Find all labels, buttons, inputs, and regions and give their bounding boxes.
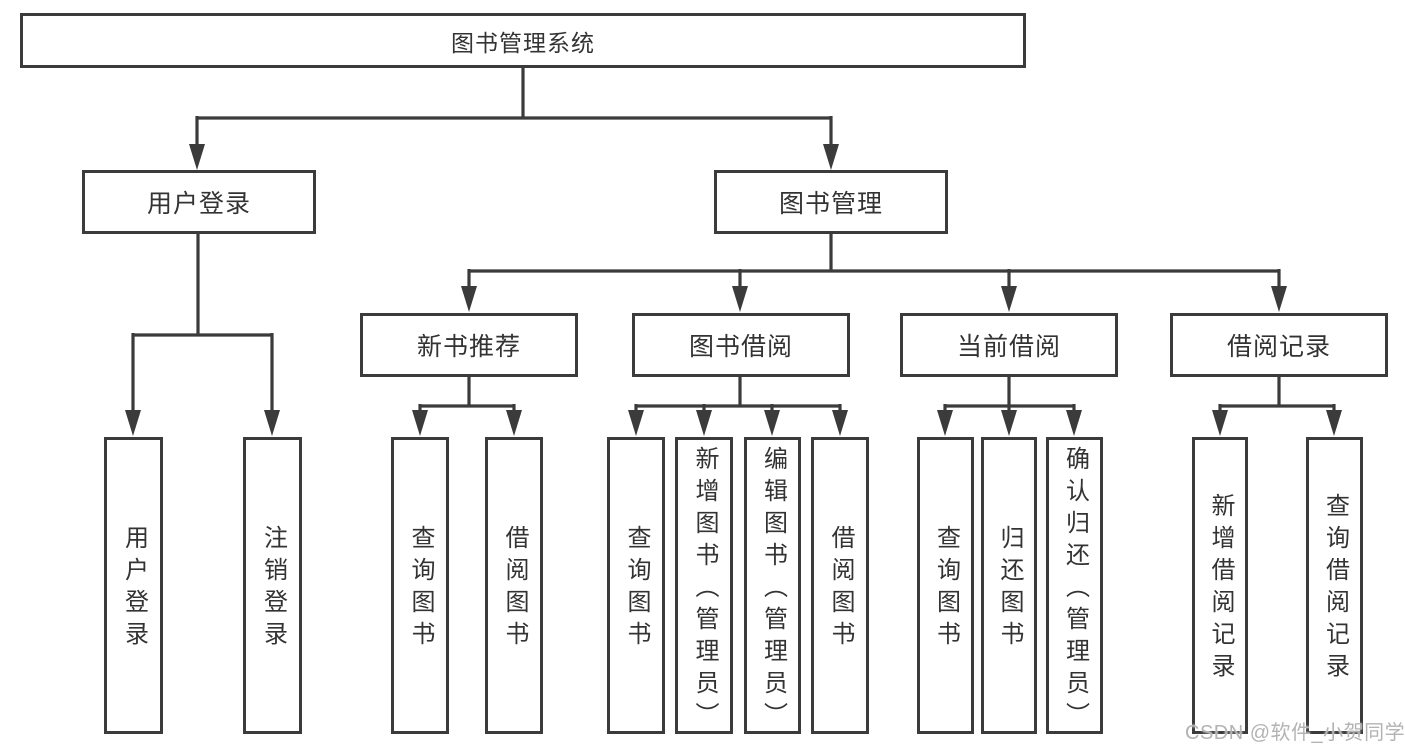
arrowhead-icon [823, 144, 839, 170]
connector-bookborrow-to-leaves [634, 375, 842, 414]
node-book-management: 图书管理 [714, 170, 948, 234]
node-new-book-recommend: 新书推荐 [360, 313, 578, 377]
leaf-add-books-admin: 新增图书（管理员） [675, 437, 733, 734]
arrowhead-icon [1001, 286, 1017, 312]
leaf-borrow-books: 借阅图书 [811, 437, 869, 734]
leaf-logout: 注销登录 [243, 437, 302, 734]
arrowhead-icon [832, 410, 848, 436]
leaf-confirm-return-admin: 确认归还（管理员） [1046, 437, 1103, 734]
arrowhead-icon [125, 410, 141, 436]
arrowhead-icon [264, 410, 280, 436]
connector-currentborrow-to-leaves [943, 375, 1076, 414]
arrowhead-icon [764, 410, 780, 436]
connector-newbook-to-leaves [418, 375, 516, 414]
leaf-newbook-borrow-books: 借阅图书 [485, 437, 543, 734]
arrowhead-icon [1212, 410, 1228, 436]
connector-bookmgmt-to-level3 [467, 232, 1281, 290]
leaf-return-books: 归还图书 [981, 437, 1037, 734]
arrowhead-icon [732, 286, 748, 312]
arrowhead-icon [1271, 286, 1287, 312]
arrowhead-icon [461, 286, 477, 312]
node-library-management-system: 图书管理系统 [20, 13, 1026, 68]
arrowhead-icon [1066, 410, 1082, 436]
node-book-borrow: 图书借阅 [632, 313, 850, 377]
arrowhead-icon [1326, 410, 1342, 436]
arrowhead-icon [628, 410, 644, 436]
leaf-current-query-books: 查询图书 [917, 437, 974, 734]
connector-root-to-level2 [195, 66, 833, 146]
arrowhead-icon [1001, 410, 1017, 436]
leaf-user-login: 用户登录 [104, 437, 163, 734]
node-user-login: 用户登录 [82, 170, 316, 234]
arrowhead-icon [412, 410, 428, 436]
arrowhead-icon [506, 410, 522, 436]
leaf-add-borrow-record: 新增借阅记录 [1192, 437, 1248, 734]
node-current-borrow: 当前借阅 [900, 313, 1118, 377]
connector-userlogin-to-leaves [131, 232, 274, 412]
leaf-borrow-query-books: 查询图书 [607, 437, 665, 734]
leaf-edit-books-admin: 编辑图书（管理员） [744, 437, 801, 734]
csdn-watermark: CSDN @软件_小贺同学 [1185, 722, 1405, 744]
arrowhead-icon [937, 410, 953, 436]
node-borrow-record: 借阅记录 [1170, 313, 1388, 377]
leaf-query-borrow-record: 查询借阅记录 [1306, 437, 1363, 734]
arrowhead-icon [189, 144, 205, 170]
connector-borrowrecord-to-leaves [1218, 375, 1336, 414]
leaf-newbook-query-books: 查询图书 [391, 437, 449, 734]
arrowhead-icon [696, 410, 712, 436]
